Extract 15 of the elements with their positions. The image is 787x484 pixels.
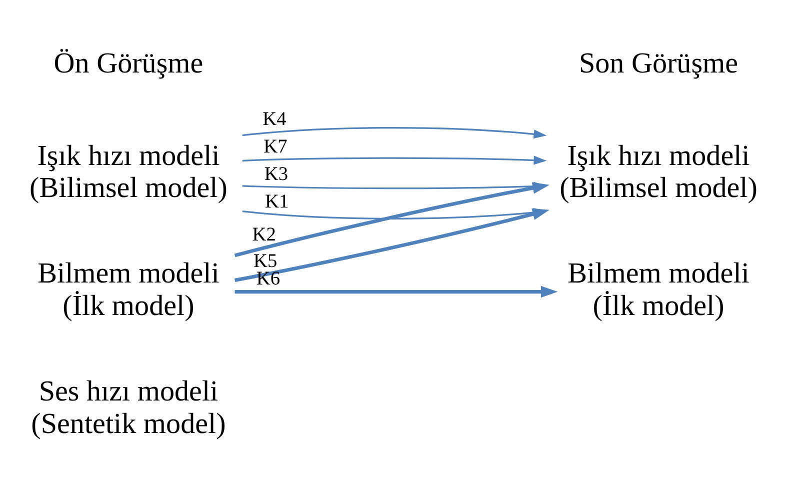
arrow xyxy=(234,285,558,298)
edge-label: K1 xyxy=(265,190,289,212)
node-text: Bilmem modeli (İlk model) xyxy=(38,257,220,322)
edge-label: K7 xyxy=(264,136,288,157)
arrow xyxy=(242,155,547,164)
arrow xyxy=(242,126,547,138)
node-text: Işık hızı modeli (Bilimsel model) xyxy=(30,139,228,204)
edge-label: K4 xyxy=(262,108,286,130)
edge-label: K2 xyxy=(252,224,276,245)
node-text: Bilmem modeli (İlk model) xyxy=(568,257,750,322)
label: Ön Görüşme xyxy=(54,47,204,80)
label: Son Görüşme xyxy=(578,47,738,80)
edge-label: K3 xyxy=(264,163,288,184)
node-text: Ses hızı modeli (Sentetik model) xyxy=(31,375,226,440)
node-text: Işık hızı modeli (Bilimsel model) xyxy=(560,139,758,204)
